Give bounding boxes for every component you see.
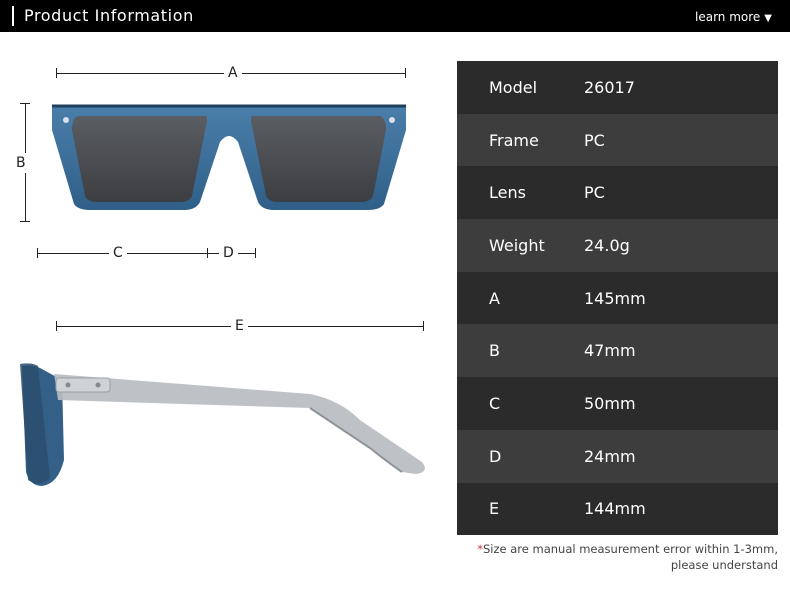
spec-value: 144mm <box>584 499 646 519</box>
spec-value: 47mm <box>584 341 636 361</box>
dimension-c-label: C <box>109 245 127 261</box>
dimension-b-label: B <box>14 153 28 173</box>
spec-value: 24.0g <box>584 235 630 255</box>
spec-value: PC <box>584 183 605 203</box>
spec-key: Model <box>489 77 538 97</box>
spec-key: Frame <box>489 130 539 150</box>
spec-table: Model 26017 Frame PC Lens PC Weight 24.0… <box>457 61 778 536</box>
spec-value: 50mm <box>584 393 636 413</box>
table-row: E 144mm <box>457 482 778 536</box>
spec-key: Lens <box>489 183 526 203</box>
header-bar: Product Information learn more▼ <box>0 0 790 32</box>
header-accent-bar <box>12 6 14 26</box>
table-row: Frame PC <box>457 113 778 167</box>
learn-more-label: learn more <box>695 10 761 24</box>
sunglasses-front-image <box>52 104 406 210</box>
spec-value: 26017 <box>584 77 635 97</box>
learn-more-link[interactable]: learn more▼ <box>695 10 772 24</box>
measurement-note: *Size are manual measurement error withi… <box>477 541 778 573</box>
spec-key: E <box>489 499 500 519</box>
chevron-down-icon: ▼ <box>764 13 772 24</box>
spec-value: PC <box>584 130 605 150</box>
page-title: Product Information <box>24 6 194 25</box>
spec-key: A <box>489 288 500 308</box>
note-line-1: *Size are manual measurement error withi… <box>477 542 778 556</box>
spec-key: Weight <box>489 235 545 255</box>
spec-key: B <box>489 341 500 361</box>
table-row: Model 26017 <box>457 61 778 114</box>
dimension-d-label: D <box>219 245 238 261</box>
spec-value: 145mm <box>584 288 646 308</box>
table-row: B 47mm <box>457 324 778 378</box>
table-row: Lens PC <box>457 166 778 220</box>
table-row: C 50mm <box>457 377 778 430</box>
note-line-2: please understand <box>670 558 778 572</box>
table-row: D 24mm <box>457 429 778 483</box>
sunglasses-side-image <box>20 363 425 486</box>
table-row: A 145mm <box>457 271 778 325</box>
table-row: Weight 24.0g <box>457 219 778 272</box>
dimension-e-label: E <box>231 318 248 334</box>
spec-key: C <box>489 393 501 413</box>
spec-key: D <box>489 446 502 466</box>
dimension-a-label: A <box>224 65 242 81</box>
spec-value: 24mm <box>584 446 636 466</box>
